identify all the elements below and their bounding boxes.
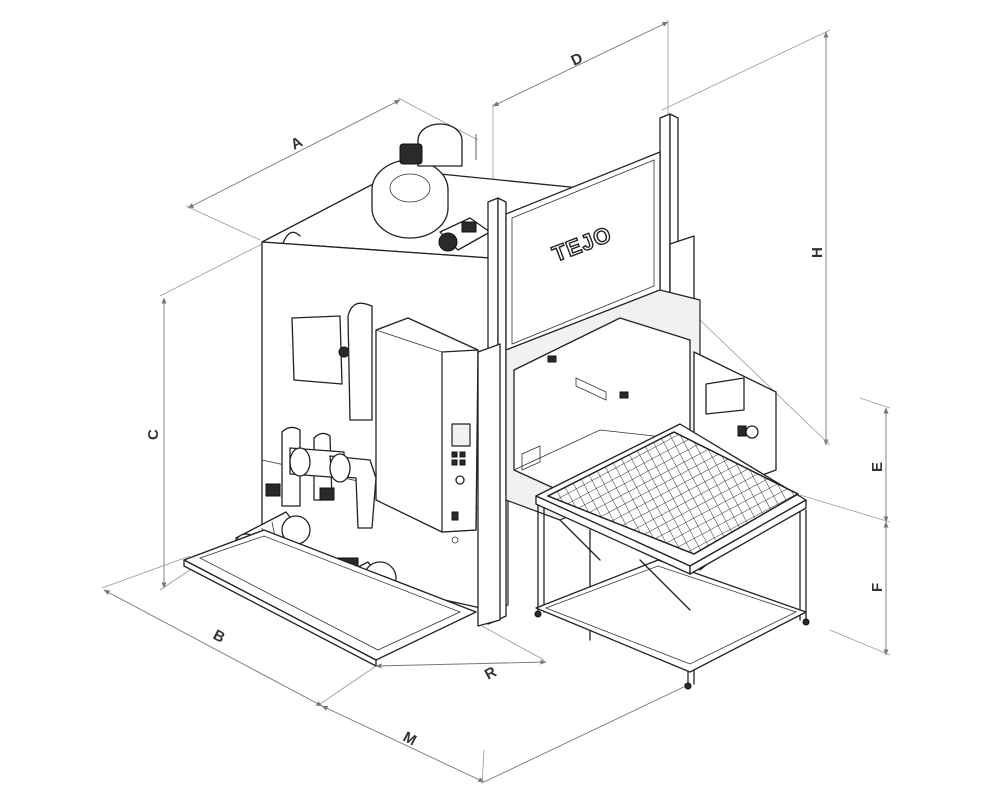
exhaust-fan xyxy=(371,123,463,239)
base-tray xyxy=(183,529,477,667)
dim-label-e: E xyxy=(869,462,886,472)
dim-label-a: A xyxy=(288,133,306,153)
dimension-lines xyxy=(101,20,891,785)
dim-label-b: B xyxy=(210,627,228,647)
control-display xyxy=(451,423,471,447)
door-panel: TEJO xyxy=(505,151,661,351)
dim-label-m: M xyxy=(400,729,419,750)
gear-motor xyxy=(438,217,491,252)
dim-label-d: D xyxy=(569,50,586,70)
pipe-vertical xyxy=(347,302,373,421)
control-buttons xyxy=(451,451,466,521)
dim-label-h: H xyxy=(809,247,826,258)
electrical-cabinet xyxy=(375,317,479,544)
junction-box xyxy=(291,315,350,385)
dimension-labels: A D H C E F B R M xyxy=(145,50,886,750)
dim-label-f: F xyxy=(869,583,886,592)
loading-trolley xyxy=(534,423,810,690)
dim-label-c: C xyxy=(145,429,162,440)
valve-assembly xyxy=(265,426,377,529)
dim-label-r: R xyxy=(482,663,500,683)
